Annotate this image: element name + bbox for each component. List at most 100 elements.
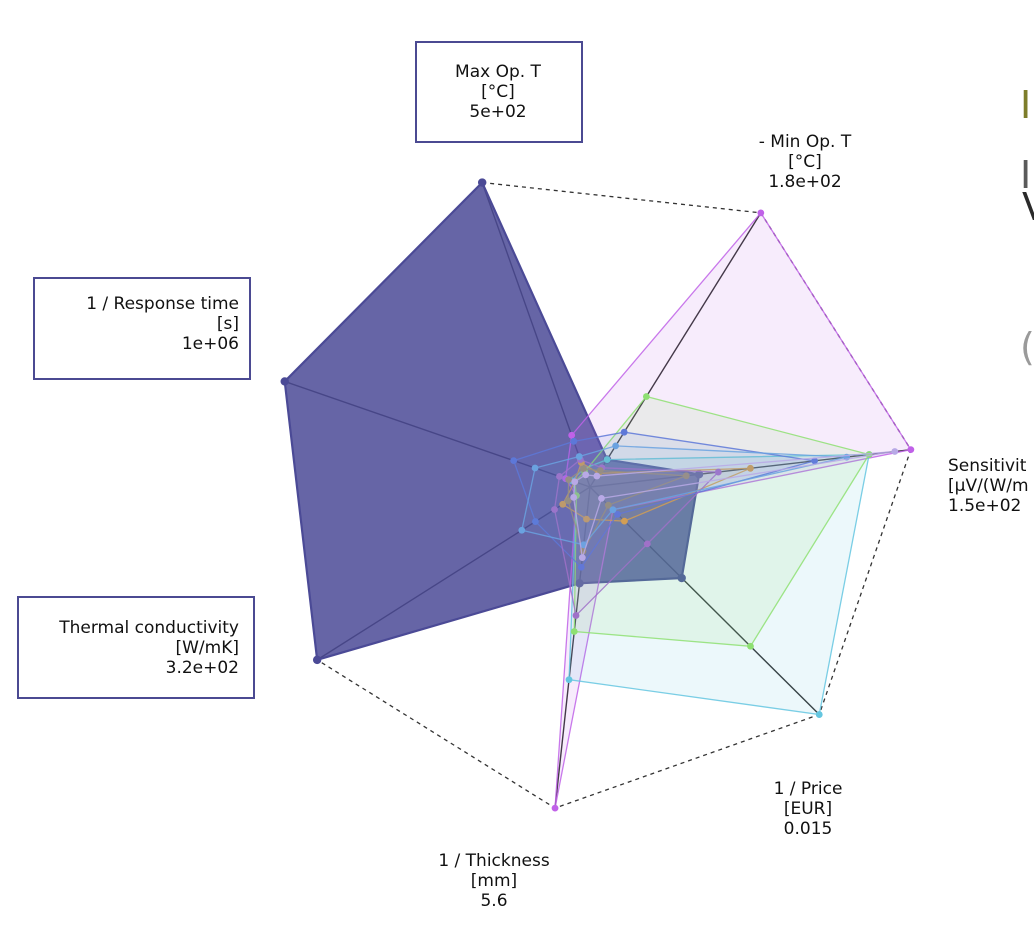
- radar-series-9: [570, 448, 899, 562]
- cut-off-glyph: V: [1022, 185, 1034, 229]
- series-point: [677, 573, 686, 583]
- axis-name: 1 / Price: [774, 779, 843, 799]
- axis-label-0: Max Op. T[°C]5e+02: [415, 41, 583, 143]
- axis-unit: [mm]: [471, 871, 517, 891]
- axis-label-4: 1 / Thickness[mm]5.6: [438, 851, 550, 911]
- series-point: [280, 377, 289, 386]
- series-point: [612, 442, 620, 450]
- series-point: [907, 446, 915, 454]
- series-point: [643, 540, 651, 548]
- axis-label-1: - Min Op. T[°C]1.8e+02: [759, 132, 852, 192]
- radar-series: [280, 178, 915, 812]
- series-point: [811, 457, 818, 465]
- axis-label-box: [415, 41, 583, 143]
- series-polygon: [512, 431, 815, 569]
- axis-label-5: Thermal conductivity[W/mK]3.2e+02: [17, 596, 255, 699]
- series-point: [815, 711, 823, 718]
- series-point: [604, 501, 612, 509]
- series-point: [559, 500, 567, 508]
- series-point: [614, 510, 621, 518]
- series-point: [568, 431, 576, 439]
- series-point: [747, 464, 754, 472]
- axis-name: Thermal conductivity: [58, 618, 239, 638]
- series-point: [572, 612, 580, 619]
- axis-name: Max Op. T: [455, 62, 542, 82]
- series-point: [518, 526, 526, 534]
- axis-unit: [s]: [217, 314, 239, 334]
- series-point: [596, 467, 604, 474]
- axis-label-2: Sensitivit[µV/(W/m1.5e+02: [948, 456, 1029, 516]
- series-polygon: [553, 458, 720, 617]
- axis-label-box: [33, 277, 251, 380]
- cut-off-glyph: (: [1020, 325, 1034, 369]
- cut-off-glyph: I: [1020, 153, 1031, 197]
- series-point: [531, 464, 539, 472]
- radar-spoke: [589, 212, 762, 488]
- series-point: [571, 478, 579, 486]
- series-polygon: [521, 445, 847, 546]
- axis-max-value: 5.6: [480, 891, 507, 911]
- axis-name: - Min Op. T: [759, 132, 852, 152]
- series-point: [609, 506, 617, 514]
- series-point: [570, 493, 578, 501]
- radar-series-8: [518, 442, 851, 549]
- series-point: [577, 563, 585, 571]
- axis-unit: [°C]: [788, 152, 822, 172]
- series-point: [312, 655, 322, 665]
- series-point: [620, 428, 628, 436]
- series-point: [510, 457, 518, 465]
- series-point: [583, 515, 590, 523]
- series-point: [714, 468, 722, 476]
- series-point: [532, 518, 539, 525]
- series-point: [570, 628, 578, 635]
- series-point: [747, 642, 754, 650]
- series-point: [477, 178, 487, 187]
- series-polygon: [283, 180, 701, 662]
- series-point: [603, 456, 611, 463]
- series-polygon: [567, 468, 687, 553]
- axis-max-value: 5e+02: [469, 102, 526, 122]
- series-point: [575, 453, 583, 460]
- axis-max-value: 0.015: [784, 819, 833, 839]
- series-point: [551, 804, 559, 812]
- series-point: [565, 476, 573, 484]
- series-point: [580, 465, 587, 473]
- axis-max-value: 1e+06: [182, 334, 239, 354]
- series-point: [694, 470, 704, 479]
- axis-unit: [EUR]: [784, 799, 832, 819]
- axis-unit: [µV/(W/m: [948, 476, 1029, 496]
- axis-name: 1 / Thickness: [438, 851, 550, 871]
- series-point: [582, 471, 590, 479]
- axis-unit: [°C]: [481, 82, 515, 102]
- series-point: [551, 506, 558, 513]
- axis-name: 1 / Response time: [86, 294, 239, 314]
- cut-off-glyph: I: [1020, 83, 1031, 127]
- series-point: [570, 437, 578, 445]
- axis-max-value: 3.2e+02: [166, 658, 239, 678]
- series-point: [891, 448, 899, 455]
- series-point: [598, 494, 605, 502]
- axis-name: Sensitivit: [948, 456, 1027, 476]
- axis-max-value: 1.8e+02: [768, 172, 841, 192]
- series-point: [757, 209, 765, 217]
- series-point: [578, 554, 586, 562]
- series-point: [682, 472, 690, 480]
- axis-labels: Max Op. T[°C]5e+02- Min Op. T[°C]1.8e+02…: [17, 41, 1029, 911]
- axis-label-3: 1 / Price[EUR]0.015: [774, 779, 843, 839]
- series-point: [556, 473, 563, 480]
- series-point: [565, 676, 573, 684]
- cut-off-text: IIV(: [1020, 83, 1034, 369]
- series-point: [642, 393, 650, 400]
- radar-series-7: [564, 465, 690, 555]
- series-point: [575, 579, 584, 588]
- radar-series-6: [551, 456, 722, 619]
- axis-label-6: 1 / Response time[s]1e+06: [33, 277, 251, 380]
- axis-label-box: [17, 596, 255, 699]
- series-point: [564, 497, 572, 505]
- axis-max-value: 1.5e+02: [948, 496, 1021, 516]
- radar-series-5: [510, 428, 818, 571]
- series-point: [620, 517, 628, 525]
- axis-unit: [W/mK]: [175, 638, 239, 658]
- series-point: [593, 472, 601, 480]
